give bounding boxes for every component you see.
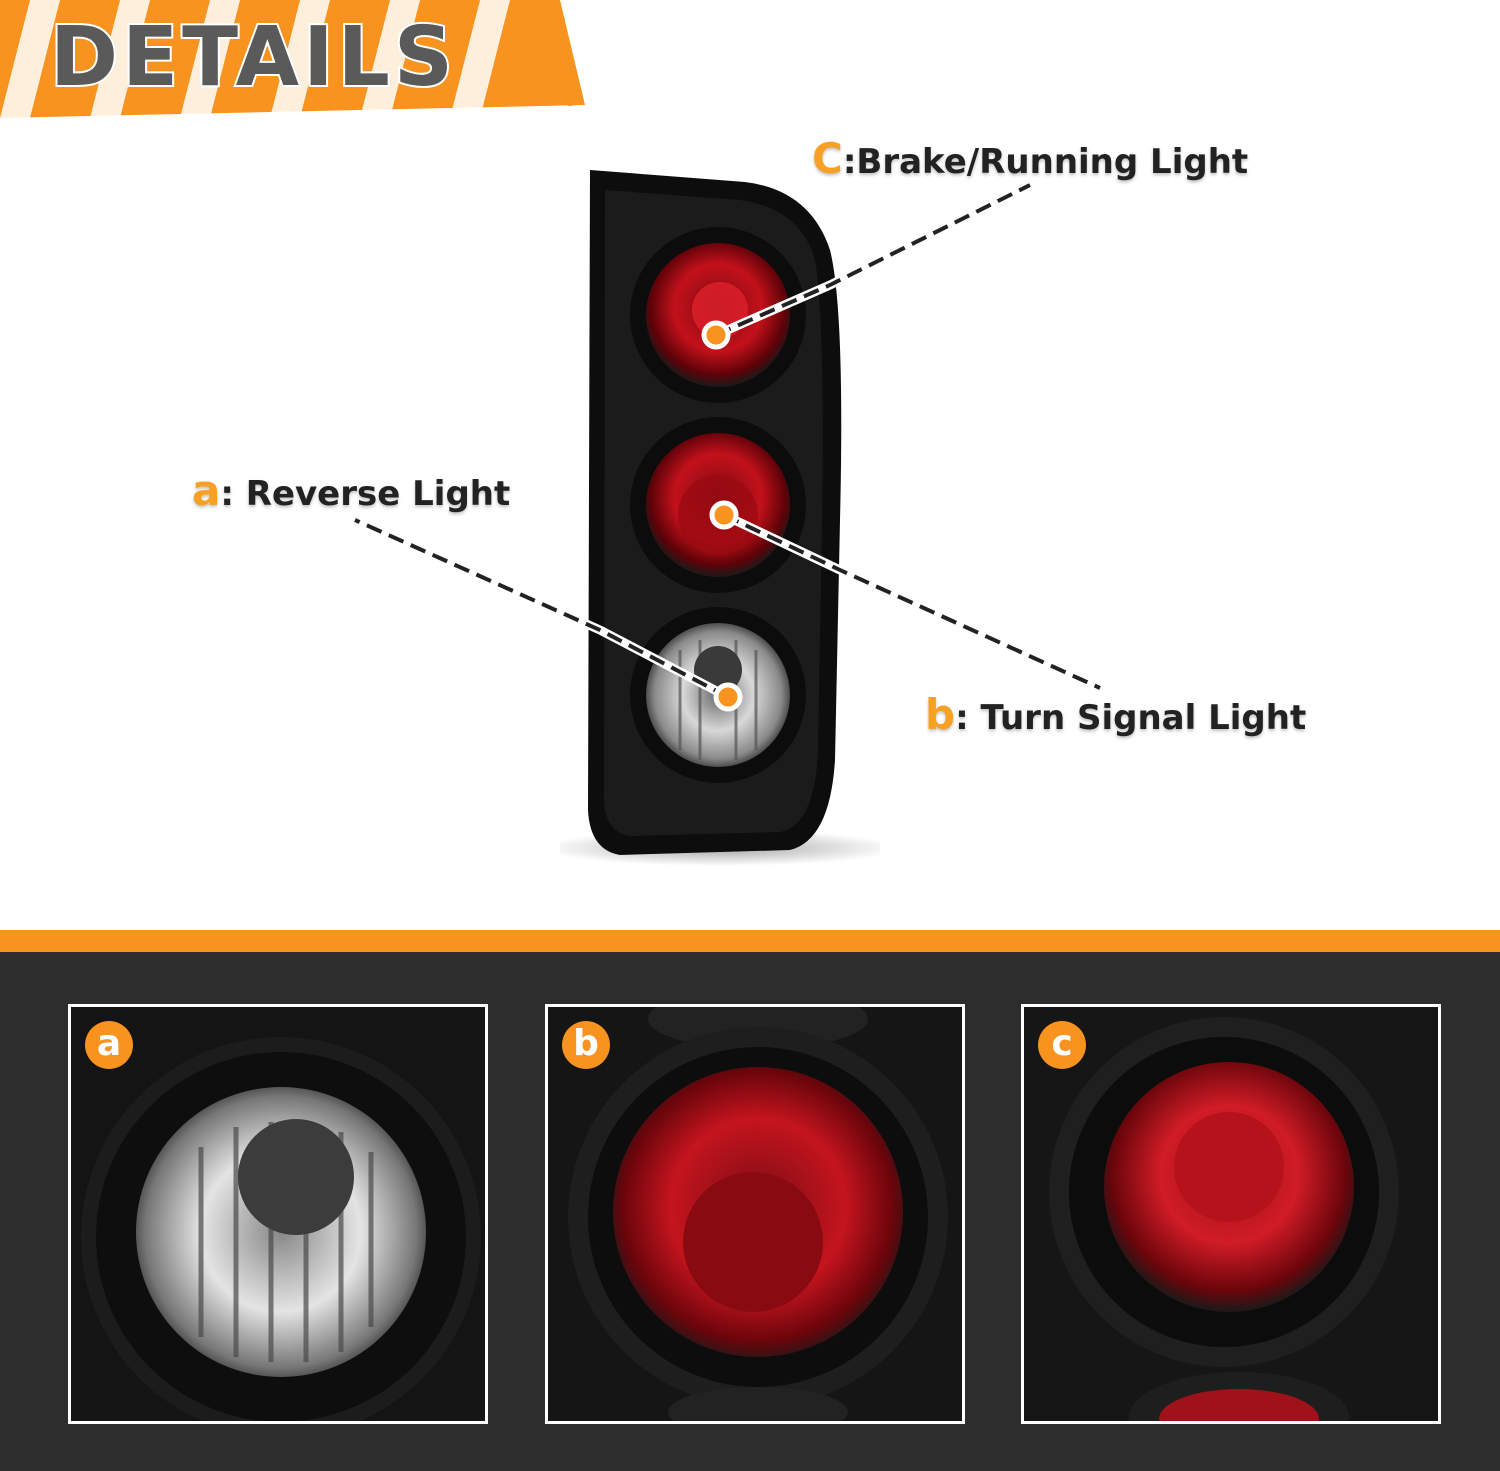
details-banner-background bbox=[0, 0, 585, 118]
callout-label-b: : Turn Signal Light bbox=[955, 698, 1307, 738]
callout-letter-c: C bbox=[812, 134, 843, 183]
detail-panel-b: b bbox=[545, 1004, 965, 1424]
panel-badge-b: b bbox=[562, 1021, 610, 1069]
reverse-light-marker bbox=[713, 682, 743, 712]
panel-badge-a: a bbox=[85, 1021, 133, 1069]
product-area: DETAILS bbox=[0, 0, 1307, 866]
callout-leader-lines bbox=[354, 183, 1101, 712]
callout-letter-a: a bbox=[192, 466, 221, 515]
detail-panel-a: a bbox=[68, 1004, 488, 1424]
callout-letter-b: b bbox=[925, 690, 956, 739]
brake-lens-closeup bbox=[1024, 1007, 1438, 1421]
reverse-lens-closeup bbox=[71, 1007, 485, 1421]
callout-brake-running-light: C:Brake/Running Light bbox=[812, 134, 1248, 183]
callout-reverse-light: a: Reverse Light bbox=[192, 466, 510, 515]
turn-signal-marker bbox=[709, 500, 739, 530]
brake-light-marker bbox=[701, 320, 731, 350]
turn-signal-lens-closeup bbox=[548, 1007, 962, 1421]
orange-divider bbox=[0, 930, 1500, 952]
panel-badge-c: c bbox=[1038, 1021, 1086, 1069]
callout-label-c: :Brake/Running Light bbox=[842, 142, 1249, 182]
callout-label-a: : Reverse Light bbox=[220, 474, 511, 514]
callout-turn-signal-light: b: Turn Signal Light bbox=[925, 690, 1306, 739]
details-title: DETAILS bbox=[48, 8, 457, 107]
detail-panel-c: c bbox=[1021, 1004, 1441, 1424]
